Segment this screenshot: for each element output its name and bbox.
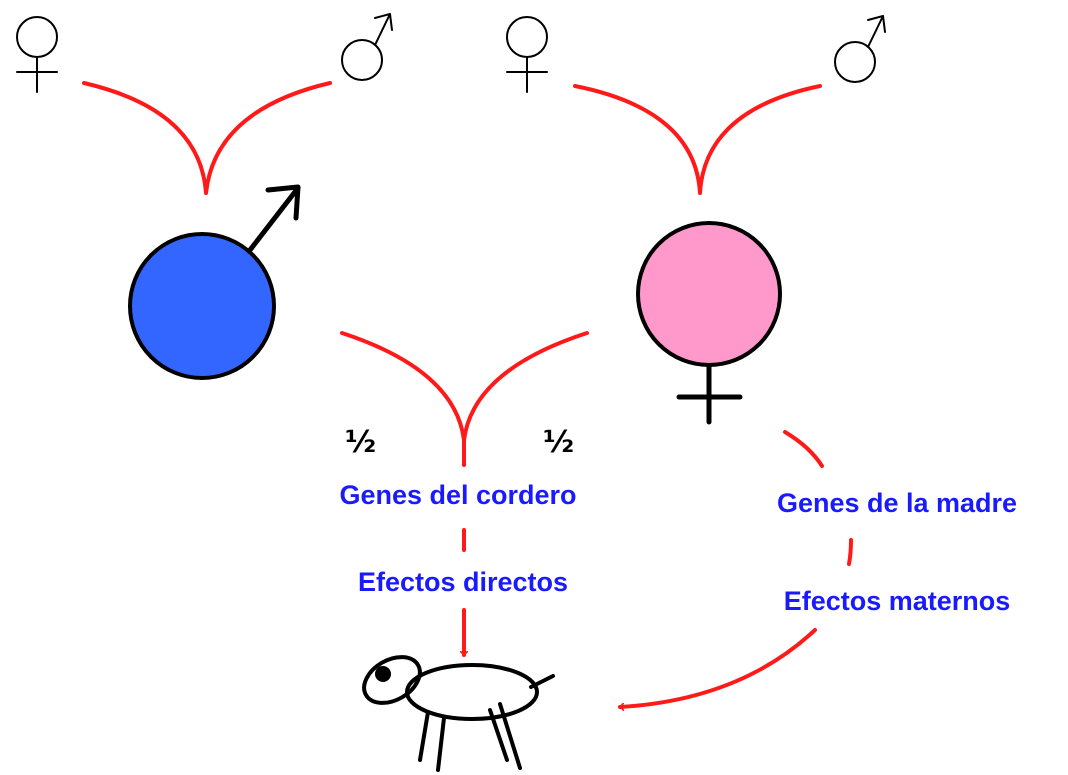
half-fraction-right: ½ (543, 425, 574, 460)
maternal-effect-arrow (618, 628, 817, 707)
cross-connector-sire (82, 81, 332, 195)
maternal-effect-arc-mid (847, 538, 853, 566)
lamb-genes-label: Genes del cordero (339, 480, 576, 510)
cross-connector-dam (573, 84, 822, 195)
grandmother-right-icon (506, 16, 548, 93)
maternal-effects-label: Efectos maternos (784, 586, 1011, 616)
mother-genes-label: Genes de la madre (777, 488, 1017, 518)
half-fraction-left: ½ (345, 425, 376, 460)
grandfather-left-icon (341, 13, 393, 81)
grandmother-left-icon (16, 16, 58, 93)
maternal-effect-arc-top (783, 430, 824, 468)
direct-effects-label: Efectos directos (358, 567, 568, 597)
dam-female-symbol (636, 221, 782, 425)
grandfather-right-icon (834, 15, 886, 83)
sire-male-symbol (128, 184, 301, 380)
cross-connector-lamb (340, 331, 589, 442)
lamb-icon (362, 655, 555, 772)
